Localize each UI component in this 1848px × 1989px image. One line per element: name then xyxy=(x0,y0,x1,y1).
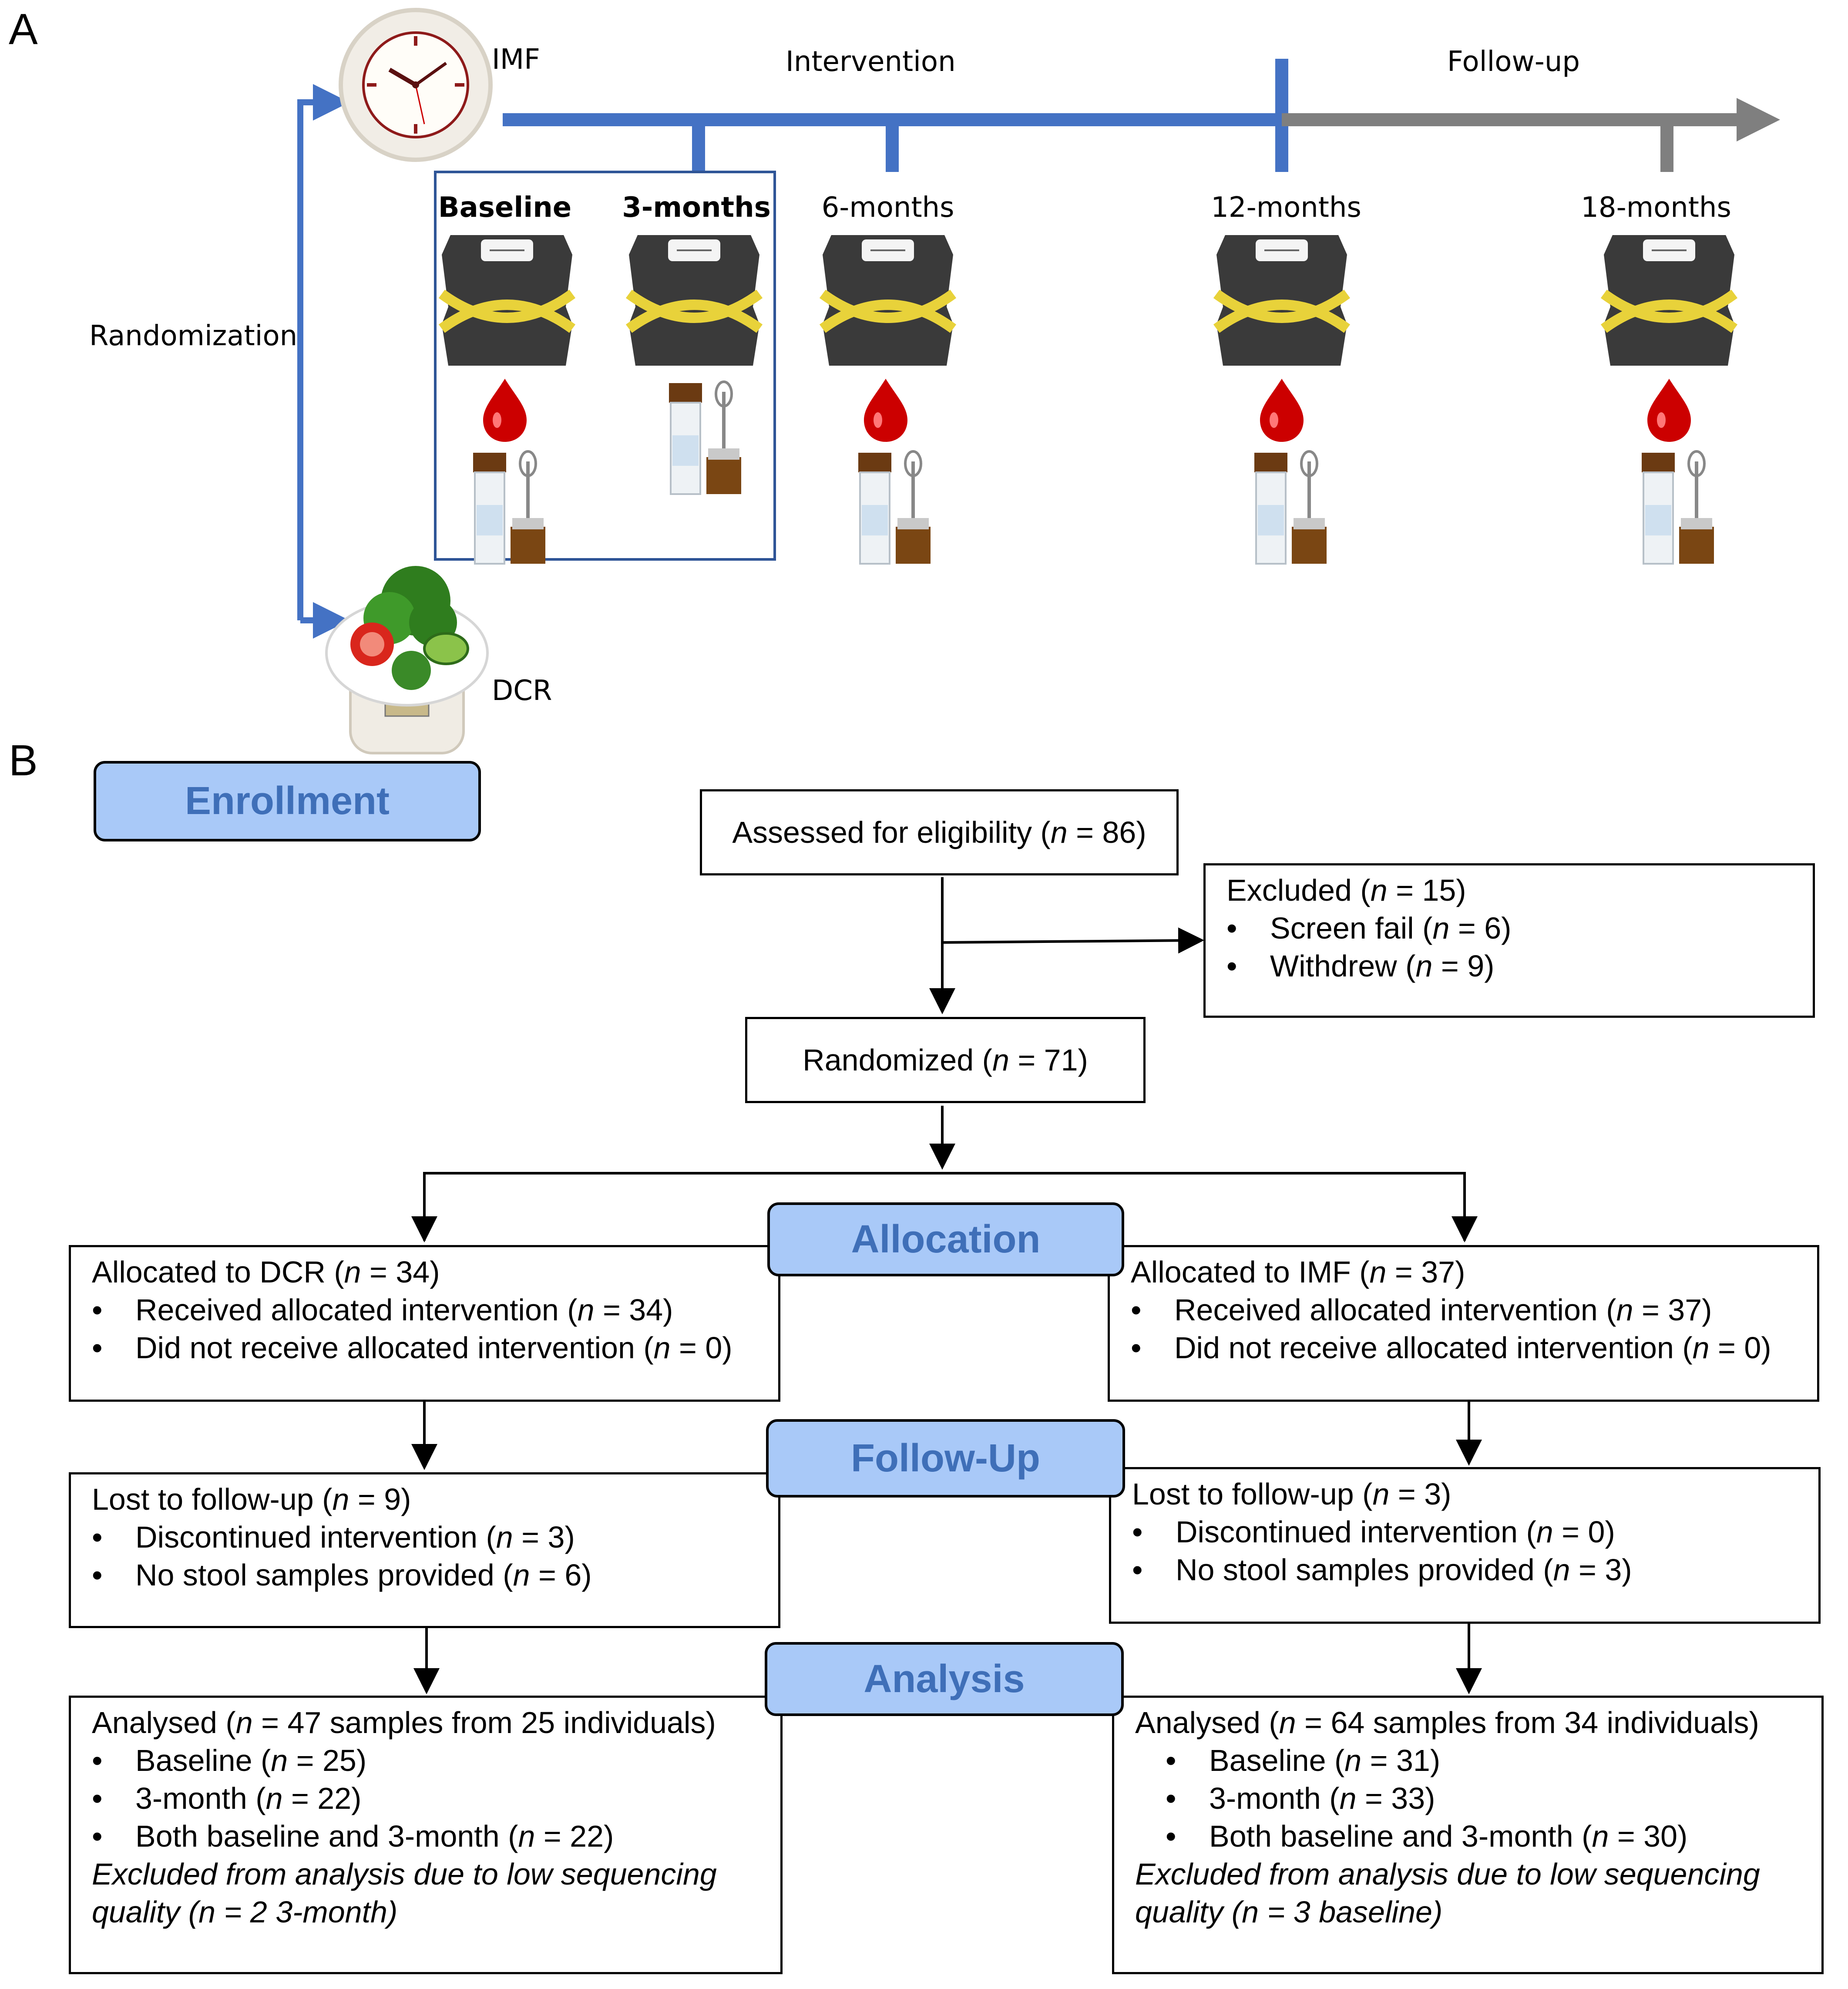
stool-tube-icon xyxy=(669,382,741,494)
panel-b-letter: B xyxy=(9,736,38,785)
weighing-scale-icon xyxy=(629,235,759,366)
randomized-text: Randomized (n = 71) xyxy=(803,1043,1088,1077)
dcr-analysis-title: Analysed (n = 47 samples from 25 individ… xyxy=(92,1706,716,1740)
blood-drop-icon xyxy=(1260,379,1304,442)
imf-analysis-note: quality (n = 3 baseline) xyxy=(1135,1895,1443,1929)
dcr-followup-box: Lost to follow-up (n = 9) Discontinued i… xyxy=(69,1472,780,1628)
dcr-analysis-note: Excluded from analysis due to low sequen… xyxy=(92,1857,717,1891)
stage-allocation: Allocation xyxy=(767,1202,1124,1276)
panel-a-letter: A xyxy=(9,5,38,54)
timepoint-12months-icons xyxy=(1216,235,1347,564)
imf-analysis-item: Both baseline and 3-month (n = 30) xyxy=(1166,1817,1801,1855)
blood-drop-icon xyxy=(864,379,907,442)
randomized-box: Randomized (n = 71) xyxy=(745,1017,1146,1103)
assessed-text: Assessed for eligibility (n = 86) xyxy=(732,815,1146,849)
imf-followup-item: Discontinued intervention (n = 0) xyxy=(1132,1513,1798,1551)
dcr-allocation-item: Received allocated intervention (n = 34) xyxy=(92,1291,757,1329)
stage-followup: Follow-Up xyxy=(766,1419,1125,1498)
imf-allocation-box: Allocated to IMF (n = 37) Received alloc… xyxy=(1108,1245,1819,1402)
dcr-analysis-item: 3-month (n = 22) xyxy=(92,1780,759,1817)
imf-analysis-box: Analysed (n = 64 samples from 34 individ… xyxy=(1112,1696,1824,1974)
timepoint-6months-icons xyxy=(823,235,953,564)
timepoint-18months-icons xyxy=(1604,235,1734,564)
imf-analysis-item: 3-month (n = 33) xyxy=(1166,1780,1801,1817)
phase-intervention-label: Intervention xyxy=(786,46,956,78)
timeline-intervention xyxy=(503,59,1288,172)
timepoint-6months-label: 6-months xyxy=(821,192,954,224)
imf-analysis-item: Baseline (n = 31) xyxy=(1166,1742,1801,1780)
imf-followup-box: Lost to follow-up (n = 3) Discontinued i… xyxy=(1109,1467,1821,1624)
salad-scale-icon xyxy=(325,566,489,754)
excluded-item: Screen fail (n = 6) xyxy=(1226,909,1792,947)
clock-icon xyxy=(339,8,493,162)
arm-imf-label: IMF xyxy=(492,44,540,76)
dcr-analysis-item: Baseline (n = 25) xyxy=(92,1742,759,1780)
dcr-allocation-title: Allocated to DCR (n = 34) xyxy=(92,1255,440,1289)
timeline-followup xyxy=(1282,98,1780,172)
blood-drop-icon xyxy=(1647,379,1691,442)
dcr-followup-title: Lost to follow-up (n = 9) xyxy=(92,1482,411,1516)
dcr-followup-item: No stool samples provided (n = 6) xyxy=(92,1556,757,1594)
excluded-item: Withdrew (n = 9) xyxy=(1226,947,1792,985)
imf-followup-item: No stool samples provided (n = 3) xyxy=(1132,1551,1798,1589)
stage-enrollment: Enrollment xyxy=(94,761,481,841)
dcr-analysis-item: Both baseline and 3-month (n = 22) xyxy=(92,1817,759,1855)
dcr-analysis-note: quality (n = 2 3-month) xyxy=(92,1895,398,1929)
imf-followup-title: Lost to follow-up (n = 3) xyxy=(1132,1477,1452,1511)
weighing-scale-icon xyxy=(823,235,953,366)
imf-allocation-item: Received allocated intervention (n = 37) xyxy=(1131,1291,1796,1329)
imf-analysis-note: Excluded from analysis due to low sequen… xyxy=(1135,1857,1760,1891)
stool-tube-icon xyxy=(1254,451,1327,564)
dcr-followup-item: Discontinued intervention (n = 3) xyxy=(92,1518,757,1556)
timepoint-baseline-label: Baseline xyxy=(438,192,572,224)
flow-connectors xyxy=(411,877,1482,1694)
weighing-scale-icon xyxy=(1604,235,1734,366)
timepoint-18months-label: 18-months xyxy=(1581,192,1731,224)
stage-analysis: Analysis xyxy=(765,1642,1124,1716)
dcr-allocation-item: Did not receive allocated intervention (… xyxy=(92,1329,757,1367)
excluded-title: Excluded (n = 15) xyxy=(1226,873,1466,907)
imf-allocation-title: Allocated to IMF (n = 37) xyxy=(1131,1255,1465,1289)
weighing-scale-icon xyxy=(1216,235,1347,366)
randomization-arrow xyxy=(297,84,349,639)
timepoint-3months-label: 3-months xyxy=(622,192,771,224)
timepoint-3months-icons xyxy=(629,235,759,494)
stool-tube-icon xyxy=(858,451,931,564)
blood-drop-icon xyxy=(483,379,527,442)
phase-followup-label: Follow-up xyxy=(1447,46,1580,78)
stool-tube-icon xyxy=(1642,451,1714,564)
dcr-allocation-box: Allocated to DCR (n = 34) Received alloc… xyxy=(69,1245,780,1402)
assessed-box: Assessed for eligibility (n = 86) xyxy=(700,789,1179,875)
arm-dcr-label: DCR xyxy=(492,675,552,707)
weighing-scale-icon xyxy=(442,235,572,366)
stool-tube-icon xyxy=(473,451,545,564)
imf-analysis-title: Analysed (n = 64 samples from 34 individ… xyxy=(1135,1706,1759,1740)
excluded-box: Excluded (n = 15) Screen fail (n = 6) Wi… xyxy=(1203,863,1815,1018)
randomization-label: Randomization xyxy=(89,320,298,352)
dcr-analysis-box: Analysed (n = 47 samples from 25 individ… xyxy=(69,1696,783,1974)
timepoint-12months-label: 12-months xyxy=(1211,192,1361,224)
timepoint-baseline-icons xyxy=(442,235,572,564)
imf-allocation-item: Did not receive allocated intervention (… xyxy=(1131,1329,1796,1367)
baseline-3month-box xyxy=(434,171,776,561)
